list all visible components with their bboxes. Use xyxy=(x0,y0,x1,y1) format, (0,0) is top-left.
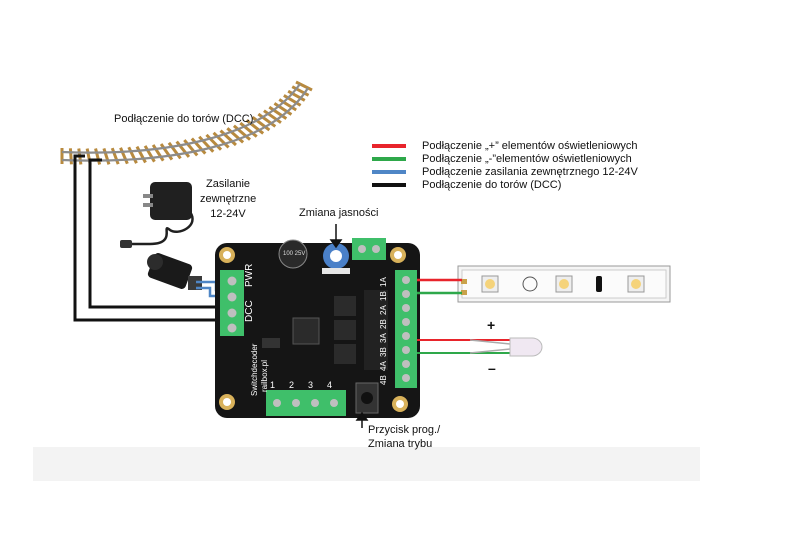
psu-label-line3: 12-24V xyxy=(210,208,246,220)
plus-sign: + xyxy=(487,317,496,333)
board-bottom-pins: 1 2 3 4 xyxy=(270,379,350,392)
rail-tie xyxy=(119,147,129,165)
rail-tie xyxy=(245,119,265,135)
bottom-pin-label: 1 xyxy=(270,380,276,390)
rail-tie xyxy=(295,80,313,92)
board-right-pins: 4B 4A 3B 3A 2B 2A 1B 1A xyxy=(377,273,390,385)
psu-label-line1: Zasilanie xyxy=(205,178,251,190)
board-pot-text: 100 25V xyxy=(283,251,306,257)
legend-item: Podłączenie „+” elementów oświetleniowyc… xyxy=(372,139,638,152)
rail-tie xyxy=(127,146,138,164)
legend-item: Podłączenie do torów (DCC) xyxy=(372,178,561,191)
right-pin-label: 3B xyxy=(379,347,388,357)
rail-tie xyxy=(278,98,297,112)
rail-tie xyxy=(257,112,277,128)
legend-swatch xyxy=(372,143,406,148)
right-pin-label: 3A xyxy=(379,333,388,343)
strip-wires xyxy=(417,278,462,295)
bottom-pin-label: 2 xyxy=(289,380,295,390)
rail-tie xyxy=(232,124,252,141)
legend-item: Podłączenie „-”elementów oświetleniowych xyxy=(372,152,632,165)
track-connection-label: Podłączenie do torów (DCC) xyxy=(114,113,254,125)
rail-tie xyxy=(263,109,282,124)
rail-tie xyxy=(219,129,237,147)
rail-tie xyxy=(94,148,102,165)
dcc-wires xyxy=(73,154,230,322)
rail-tie xyxy=(268,105,288,120)
legend-text: Podłączenie „-”elementów oświetleniowych xyxy=(422,152,632,165)
rail-tie xyxy=(183,139,199,157)
rail-tie xyxy=(198,135,215,153)
brightness-label: Zmiana jasności xyxy=(299,207,379,219)
rail-tie xyxy=(251,116,271,132)
rail-tie xyxy=(135,145,147,164)
rail-tie xyxy=(68,148,73,165)
legend-text: Podłączenie „+” elementów oświetleniowyc… xyxy=(422,139,638,152)
pointer-arrows xyxy=(329,224,369,428)
rail-tie xyxy=(110,147,120,165)
rail-tie xyxy=(102,147,111,165)
rail-tie xyxy=(205,133,223,151)
decoder-board xyxy=(215,238,420,418)
rail-tie xyxy=(167,141,182,160)
button-label: Przycisk prog./ Zmiana trybu xyxy=(368,423,440,451)
rail-track-image xyxy=(60,80,313,165)
bottom-pin-label: 4 xyxy=(327,380,333,390)
right-pin-label: 2A xyxy=(379,305,388,315)
board-pwr-label: PWR xyxy=(244,263,255,287)
rail-tie xyxy=(175,140,191,158)
legend-swatch xyxy=(372,182,406,187)
power-supply-label: Zasilanie zewnętrzne 12-24V xyxy=(200,177,256,222)
legend-item: Podłączenie zasilania zewnętrznego 12-24… xyxy=(372,165,638,178)
rail-tie xyxy=(239,121,258,138)
rail-tie xyxy=(283,94,302,107)
led-diode-image xyxy=(417,337,543,357)
right-pin-label: 4B xyxy=(379,375,388,385)
rail-tie xyxy=(287,89,306,102)
rail-tie xyxy=(151,144,165,162)
legend-text: Podłączenie do torów (DCC) xyxy=(422,178,562,191)
minus-sign: – xyxy=(488,360,496,376)
right-pin-label: 1A xyxy=(379,277,388,287)
rail-tie xyxy=(291,85,310,97)
rail-tie xyxy=(273,102,293,116)
right-pin-label: 1B xyxy=(379,291,388,301)
rail-tie xyxy=(159,143,174,161)
bottom-pin-label: 3 xyxy=(308,380,314,390)
rail-tie xyxy=(190,137,207,155)
legend-swatch xyxy=(372,156,406,161)
led-strip-image xyxy=(457,265,671,303)
legend-swatch xyxy=(372,169,406,174)
board-dcc-label: DCC xyxy=(244,300,255,322)
footer-band xyxy=(33,447,700,481)
psu-label-line2: zewnętrzne xyxy=(200,193,257,205)
button-label-line2: Zmiana trybu xyxy=(368,438,433,450)
rail-tie xyxy=(226,127,245,144)
button-label-line1: Przycisk prog./ xyxy=(368,424,441,436)
right-pin-label: 4A xyxy=(379,361,388,371)
right-pin-label: 2B xyxy=(379,319,388,329)
rail-tie xyxy=(212,131,230,149)
power-supply-image xyxy=(120,182,202,290)
rail-tie xyxy=(143,145,156,163)
legend-text: Podłączenie zasilania zewnętrznego 12-24… xyxy=(422,165,638,178)
